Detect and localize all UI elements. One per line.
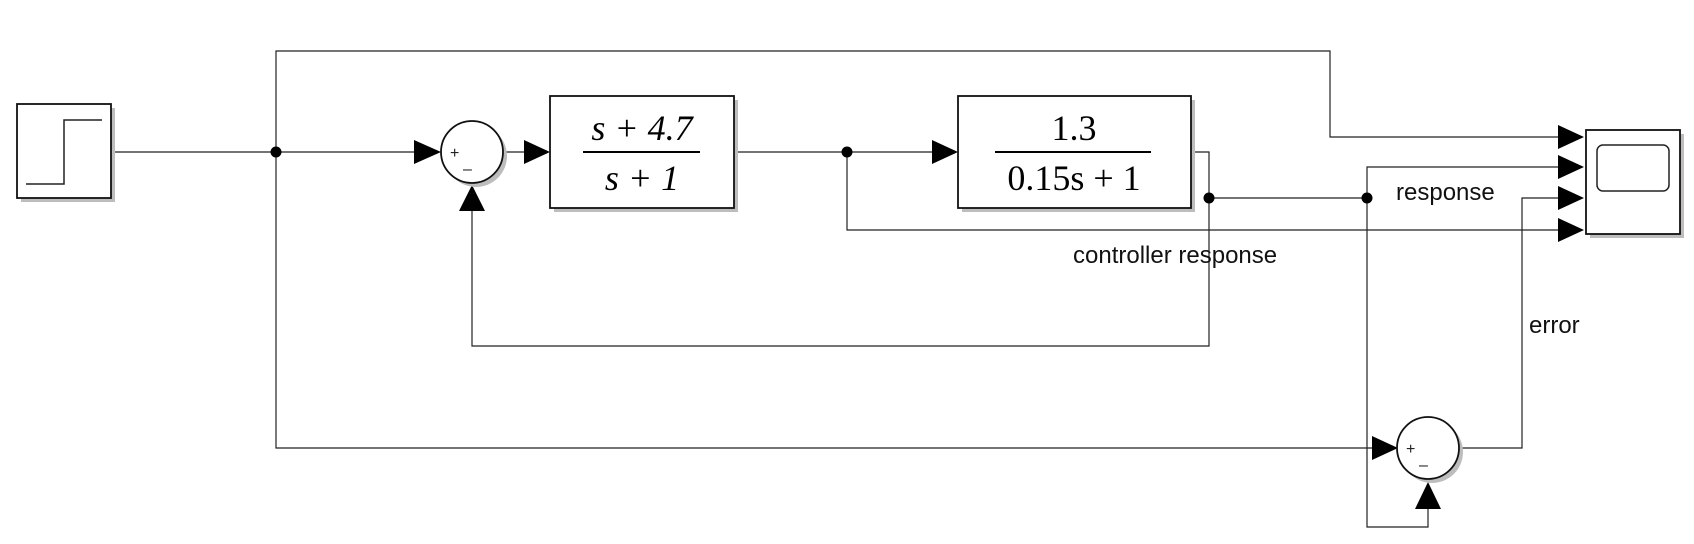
step-icon bbox=[26, 119, 102, 185]
branch-point-reference bbox=[270, 146, 282, 158]
branch-point-response bbox=[1361, 192, 1373, 204]
branch-point-controller-output bbox=[841, 146, 853, 158]
arrow-scope-in-4 bbox=[1558, 218, 1584, 242]
plant-numerator: 1.3 bbox=[1052, 108, 1097, 148]
wire-feedback bbox=[471, 198, 1210, 347]
wire-reference-to-scope bbox=[275, 50, 1558, 152]
arrowheads bbox=[414, 125, 1584, 509]
wire-response-to-error-sum bbox=[1366, 198, 1429, 528]
arrow-scope-in-1 bbox=[1558, 125, 1584, 149]
signal-label-controller-response[interactable]: controller response bbox=[1073, 242, 1277, 269]
wire-controller-response bbox=[846, 152, 1558, 231]
sum-block-main[interactable]: + – bbox=[440, 120, 507, 187]
arrow-scope-in-2 bbox=[1558, 155, 1584, 179]
controller-numerator: s + 4.7 bbox=[591, 108, 694, 148]
branch-points bbox=[270, 146, 1373, 204]
scope-screen-icon bbox=[1596, 144, 1670, 192]
arrow-sum-main-plus bbox=[414, 140, 441, 164]
step-source-block[interactable] bbox=[16, 103, 115, 202]
sum-error-plus-sign: + bbox=[1406, 441, 1415, 458]
sum-block-error[interactable]: + – bbox=[1396, 416, 1463, 483]
signal-label-error[interactable]: error bbox=[1529, 312, 1580, 339]
sum-main-plus-sign: + bbox=[450, 145, 459, 162]
wire-response-to-scope bbox=[1366, 166, 1558, 198]
signal-wires bbox=[112, 50, 1558, 528]
plant-denominator: 0.15s + 1 bbox=[1007, 158, 1140, 198]
branch-point-plant-output bbox=[1203, 192, 1215, 204]
sum-error-minus-sign: – bbox=[1419, 457, 1428, 474]
controller-denominator: s + 1 bbox=[605, 158, 679, 198]
sum-main-minus-sign: – bbox=[463, 161, 472, 178]
arrow-sum-main-minus bbox=[459, 185, 485, 211]
wire-reference-to-error-sum bbox=[275, 152, 1372, 449]
arrow-sum-error-minus bbox=[1415, 482, 1441, 509]
signal-label-response[interactable]: response bbox=[1396, 179, 1495, 206]
plant-transfer-fcn-block[interactable]: 1.3 0.15s + 1 bbox=[957, 95, 1195, 212]
wire-error-to-scope bbox=[1460, 197, 1558, 449]
arrow-plant-in bbox=[932, 140, 958, 164]
arrow-controller-in bbox=[524, 140, 550, 164]
arrow-sum-error-plus bbox=[1372, 436, 1398, 460]
wire-plant-out bbox=[1192, 151, 1210, 198]
scope-block[interactable] bbox=[1585, 129, 1684, 238]
controller-transfer-fcn-block[interactable]: s + 4.7 s + 1 bbox=[549, 95, 738, 212]
arrow-scope-in-3 bbox=[1558, 186, 1584, 210]
